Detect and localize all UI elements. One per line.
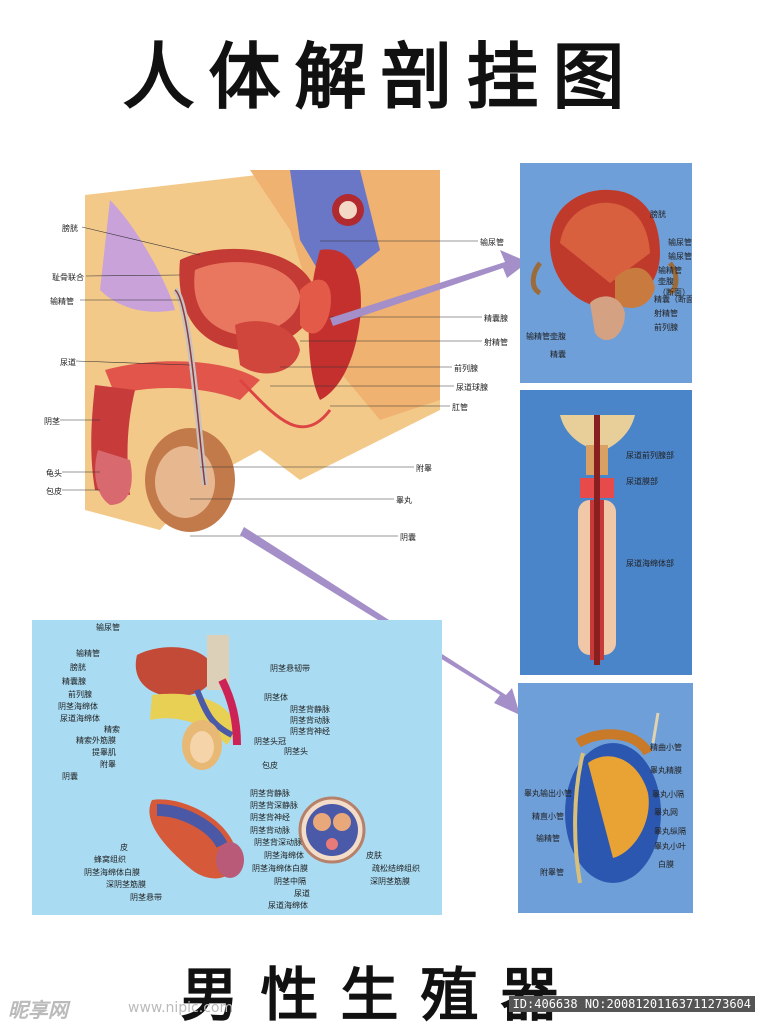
testis-label-1: 睾丸输出小管: [524, 789, 572, 798]
bladder-label-7: 输精管壶腹: [526, 332, 566, 341]
cross-center-label-1: 阴茎背深静脉: [250, 801, 298, 810]
bladder-drawing: [530, 189, 679, 341]
testis-label-8: 睾丸小叶: [654, 842, 686, 851]
bottom-mid-label-7: 包皮: [262, 761, 278, 770]
watermark-id: ID:406638 NO:20081201163711273604: [508, 996, 755, 1012]
main-label-left-0: 膀胱: [62, 224, 78, 233]
bottom-left-label-0: 输尿管: [96, 623, 120, 632]
page-title: 人体解剖挂图: [122, 34, 639, 119]
cross-right-label-1: 疏松结缔组织: [372, 864, 420, 873]
cross-left-label-0: 皮: [120, 843, 128, 852]
main-label-right-7: 睾丸: [396, 496, 412, 505]
bottom-left-label-11: 阴囊: [62, 772, 78, 781]
main-leader-lines: [60, 226, 482, 537]
bottom-mid-label-2: 阴茎背静脉: [290, 705, 330, 714]
testis-drawing: [565, 712, 661, 884]
testis-label-6: 输精管: [536, 834, 560, 843]
testis-label-5: 睾丸网: [654, 808, 678, 817]
cross-center-label-2: 阴茎背神经: [250, 813, 290, 822]
bottom-left-label-4: 前列腺: [68, 690, 92, 699]
testis-panel: 精曲小管 睾丸输出小管 睾丸精膜 精直小管 睾丸小隔 睾丸网 输精管 睾丸纵隔 …: [518, 683, 693, 913]
bottom-left-label-1: 输精管: [76, 649, 100, 658]
main-label-left-2: 输精管: [50, 297, 74, 306]
urethra-label-2: 尿道海绵体部: [626, 559, 674, 568]
testis-label-3: 精直小管: [532, 812, 564, 821]
bottom-left-label-8: 精索外筋膜: [76, 736, 116, 745]
bladder-posterior-panel: 膀胱 输尿管 输尿管 输精管壶腹（断面） 精囊（断面） 射精管 前列腺 输精管壶…: [520, 163, 692, 383]
bottom-mid-label-6: 阴茎头: [284, 747, 308, 756]
cross-center-label-6: 阴茎海绵体白膜: [252, 864, 308, 873]
cross-left-label-3: 深阴茎筋膜: [106, 880, 146, 889]
bladder-label-4: 精囊（断面）: [654, 295, 692, 304]
cross-center-label-3: 阴茎背动脉: [250, 826, 290, 835]
bladder-label-6: 前列腺: [654, 323, 678, 332]
bottom-left-label-7: 精索: [104, 725, 120, 734]
main-label-right-8: 阴囊: [400, 533, 416, 542]
testis-label-10: 白膜: [658, 860, 674, 869]
main-label-left-1: 耻骨联合: [52, 273, 84, 282]
cross-center-label-4: 阴茎背深动脉: [254, 838, 302, 847]
bladder-label-3: 输精管壶腹（断面）: [658, 266, 690, 297]
bottom-mid-label-5: 阴茎头冠: [254, 737, 286, 746]
watermark-brand: 昵享网: [8, 998, 68, 1022]
main-label-right-2: 射精管: [484, 338, 508, 347]
main-label-left-6: 包皮: [46, 487, 62, 496]
cross-center-label-8: 尿道: [294, 889, 310, 898]
cross-left-label-1: 蜂窝组织: [94, 855, 126, 864]
testis-label-2: 睾丸精膜: [650, 766, 682, 775]
bladder-label-8: 精囊: [550, 350, 566, 359]
bottom-mid-label-1: 阴茎体: [264, 693, 288, 702]
watermark-url: www.nipic.com: [128, 1000, 234, 1016]
main-label-right-5: 肛管: [452, 403, 468, 412]
bottom-left-label-2: 膀胱: [70, 663, 86, 672]
bottom-mid-label-0: 阴茎悬韧带: [270, 664, 310, 673]
cross-left-label-4: 阴茎悬带: [130, 893, 162, 902]
bladder-label-0: 膀胱: [650, 210, 666, 219]
cross-center-label-5: 阴茎海绵体: [264, 851, 304, 860]
arrow-to-bladder-view: [330, 250, 528, 326]
main-label-right-4: 尿道球腺: [456, 383, 488, 392]
main-label-right-0: 输尿管: [480, 238, 504, 247]
penis-detail-panel: 输尿管 输精管 膀胱 精囊腺 前列腺 阴茎海绵体 尿道海绵体 精索 精索外筋膜 …: [32, 620, 442, 915]
main-label-right-3: 前列腺: [454, 364, 478, 373]
cross-center-label-9: 尿道海绵体: [268, 901, 308, 910]
main-label-left-4: 阴茎: [44, 417, 60, 426]
cross-center-label-7: 阴茎中隔: [274, 877, 306, 886]
main-label-left-5: 龟头: [46, 469, 62, 478]
testis-label-0: 精曲小管: [650, 743, 682, 752]
urethra-drawing: [560, 415, 635, 665]
bottom-left-label-10: 附睾: [100, 760, 116, 769]
main-label-left-3: 尿道: [60, 358, 76, 367]
bottom-left-label-3: 精囊腺: [62, 677, 86, 686]
bottom-left-label-9: 提睾肌: [92, 748, 116, 757]
testis-label-4: 睾丸小隔: [652, 790, 684, 799]
main-label-right-6: 附睾: [416, 464, 432, 473]
testis-label-7: 睾丸纵隔: [654, 827, 686, 836]
bottom-left-label-6: 尿道海绵体: [60, 714, 100, 723]
testis-label-9: 附睾管: [540, 868, 564, 877]
bottom-mid-label-3: 阴茎背动脉: [290, 716, 330, 725]
cross-center-label-0: 阴茎背静脉: [250, 789, 290, 798]
bladder-label-5: 射精管: [654, 309, 678, 318]
bottom-left-label-5: 阴茎海绵体: [58, 702, 98, 711]
cross-right-label-0: 皮肤: [366, 851, 382, 860]
cross-left-label-2: 阴茎海绵体白膜: [84, 868, 140, 877]
bladder-label-2: 输尿管: [668, 252, 692, 261]
urethra-label-1: 尿道膜部: [626, 477, 658, 486]
page-subtitle: 男性生殖器: [180, 961, 581, 1029]
penis-detail-drawing: [135, 635, 366, 879]
bottom-mid-label-4: 阴茎背神经: [290, 727, 330, 736]
cross-right-label-2: 深阴茎筋膜: [370, 877, 410, 886]
bladder-label-1: 输尿管: [668, 238, 692, 247]
main-sagittal-figure: 膀胱 耻骨联合 输精管 尿道 阴茎 龟头 包皮 输尿管 精囊腺 射精管 前列腺 …: [0, 150, 520, 560]
urethra-panel: 尿道前列腺部 尿道膜部 尿道海绵体部: [520, 390, 692, 675]
main-label-right-1: 精囊腺: [484, 314, 508, 323]
urethra-label-0: 尿道前列腺部: [626, 451, 674, 460]
main-anatomy-drawing: [85, 170, 440, 532]
